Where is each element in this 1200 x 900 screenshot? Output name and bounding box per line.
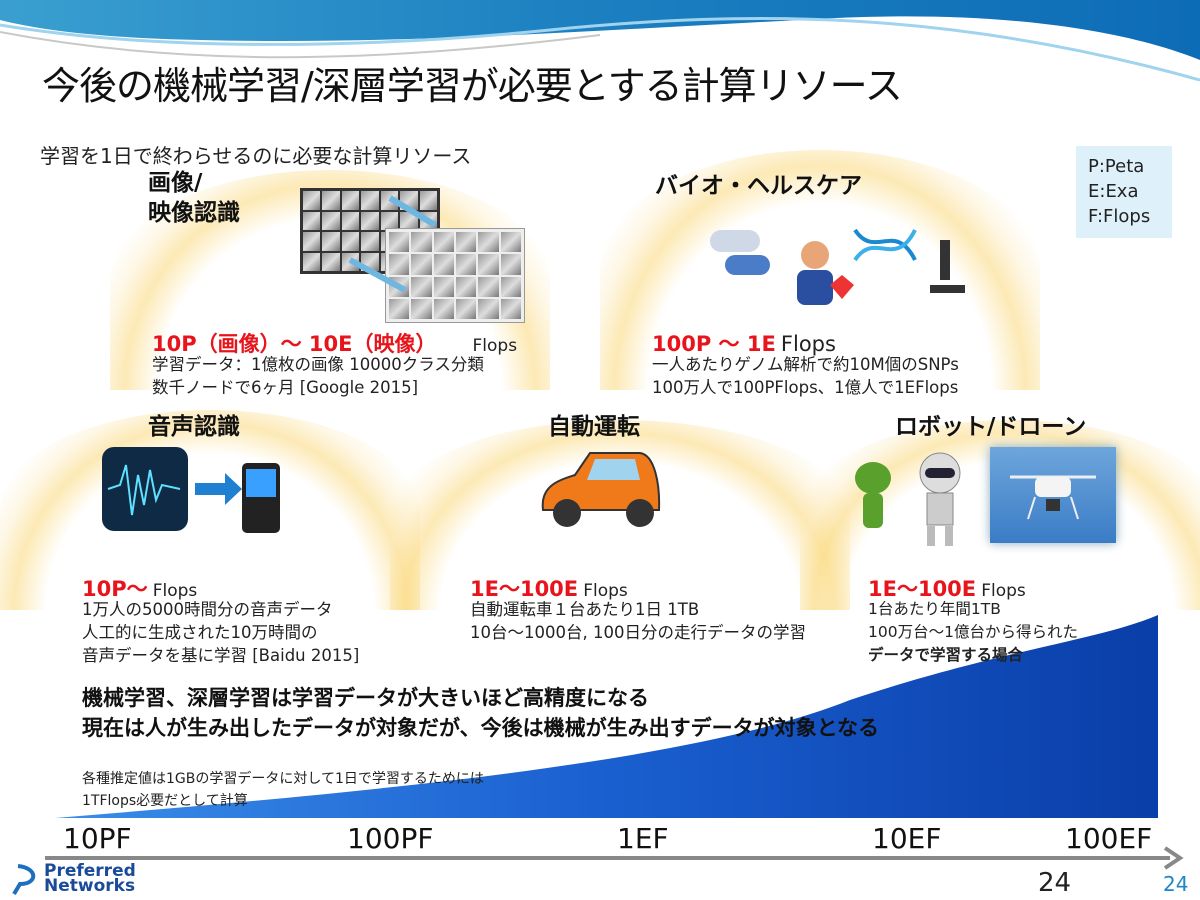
heading-bio: バイオ・ヘルスケア: [655, 173, 862, 199]
speech-illustration: [102, 447, 280, 533]
page-number: 24: [1038, 868, 1072, 898]
car-illustration: [541, 452, 661, 527]
heading-speech: 音声認識: [148, 414, 240, 440]
legend-peta: P:Peta: [1088, 156, 1145, 177]
arrow-icon: [348, 195, 437, 293]
desc-image: 学習データ：1億枚の画像 10000クラス分類数千ノードで6ヶ月 [Google…: [152, 355, 484, 397]
legend-exa: E:Exa: [1088, 181, 1139, 202]
header-wave: [0, 0, 1200, 82]
subtitle: 学習を1日で終わらせるのに必要な計算リソース: [40, 144, 472, 168]
heading-robot: ロボット/ドローン: [895, 414, 1087, 440]
value-speech: 10P～ Flops: [82, 577, 198, 601]
desc-speech: 1万人の5000時間分の音声データ人工的に生成された10万時間の音声データを基に…: [82, 600, 360, 665]
robot-illustration: [855, 452, 961, 546]
value-car: 1E～100E Flops: [470, 577, 628, 601]
face-grid-image: [385, 228, 525, 323]
axis-tick: 10EF: [872, 822, 942, 855]
heading-image: 画像/映像認識: [148, 170, 240, 226]
axis-tick: 100PF: [347, 822, 434, 855]
heading-car: 自動運転: [548, 414, 640, 440]
key-message: 機械学習、深層学習は学習データが大きいほど高精度になる現在は人が生み出したデータ…: [82, 686, 879, 740]
glow-arc: [0, 410, 420, 610]
bio-illustration: [710, 228, 965, 305]
value-image: 10P（画像）～ 10E（映像）Flops: [152, 332, 518, 356]
value-robot: 1E～100E Flops: [868, 577, 1026, 601]
drone-photo: [990, 447, 1116, 543]
legend-flops: F:Flops: [1088, 206, 1151, 227]
glow-arc: [390, 420, 850, 610]
value-bio: 100P ～ 1E Flops: [652, 332, 836, 356]
axis-tick: 1EF: [617, 822, 669, 855]
slide-title: 今後の機械学習/深層学習が必要とする計算リソース: [42, 64, 903, 108]
unit-legend: P:Peta E:Exa F:Flops: [1076, 146, 1172, 238]
logo-mark-icon: [12, 864, 36, 896]
axis-tick: 10PF: [63, 822, 132, 855]
axis-tick: 100EF: [1065, 822, 1153, 855]
page-number-corner: 24: [1163, 872, 1189, 896]
